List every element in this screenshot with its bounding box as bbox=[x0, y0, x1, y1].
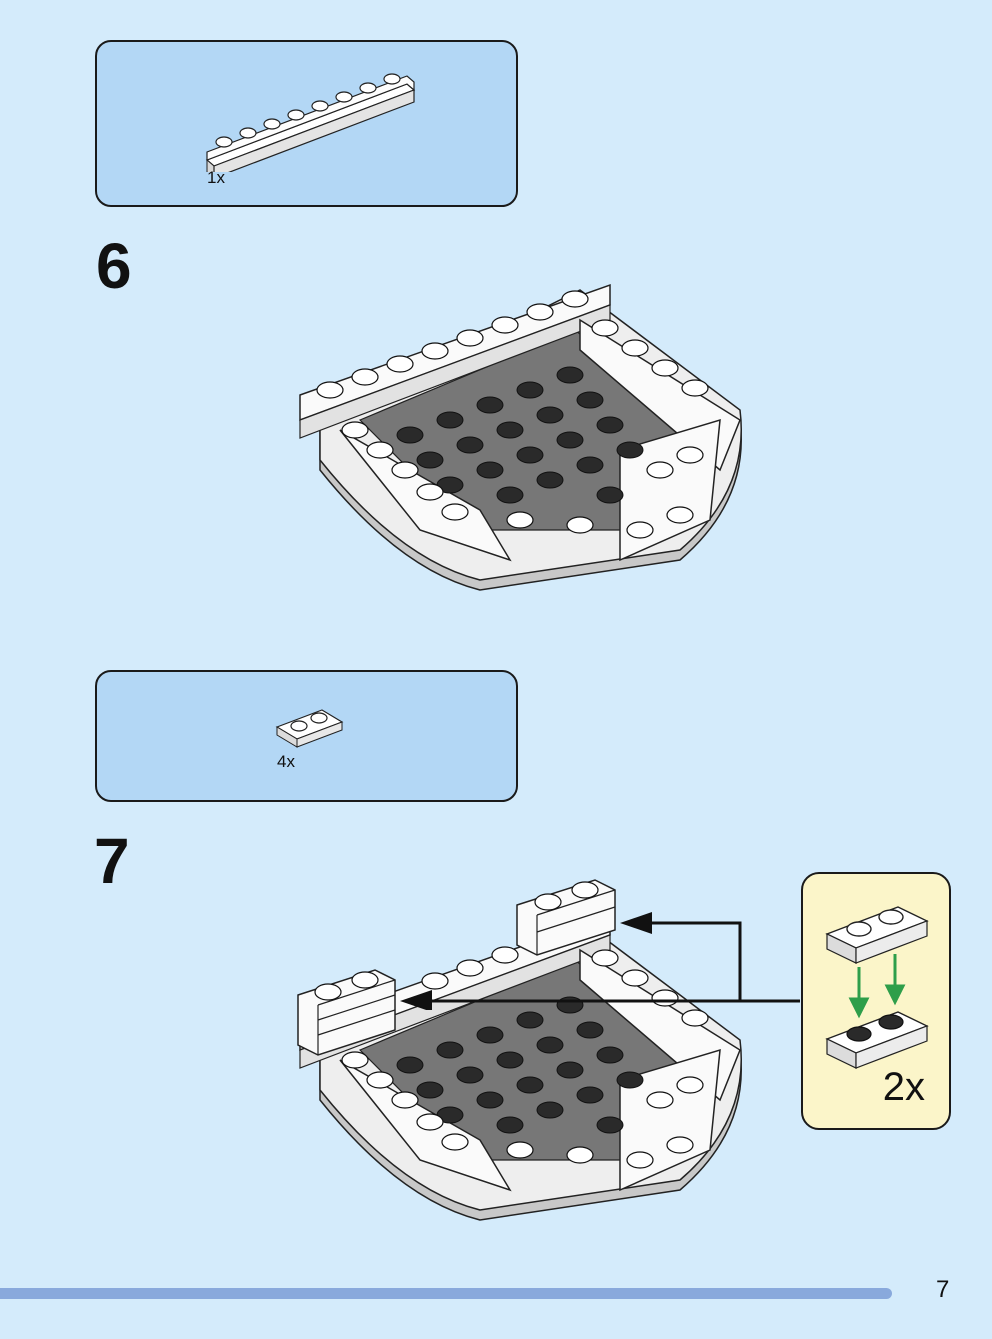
parts-quantity: 1x bbox=[207, 168, 225, 187]
parts-quantity: 4x bbox=[277, 752, 295, 771]
sub-assembly-callout: 2x bbox=[801, 872, 951, 1130]
parts-list-step-6: 1x bbox=[95, 40, 518, 207]
progress-bar bbox=[0, 1288, 892, 1299]
plate-1x2-icon bbox=[275, 709, 344, 748]
step-number: 6 bbox=[96, 230, 132, 302]
placement-arrows bbox=[400, 912, 800, 1010]
step-number: 7 bbox=[94, 825, 130, 897]
plate-1x8-icon bbox=[205, 73, 416, 172]
step-6-assembly-illustration bbox=[299, 283, 742, 591]
page-number: 7 bbox=[936, 1276, 950, 1303]
parts-list-step-7: 4x bbox=[95, 670, 518, 802]
sub-assembly-illustration bbox=[825, 906, 929, 1069]
callout-quantity: 2x bbox=[882, 1065, 925, 1109]
